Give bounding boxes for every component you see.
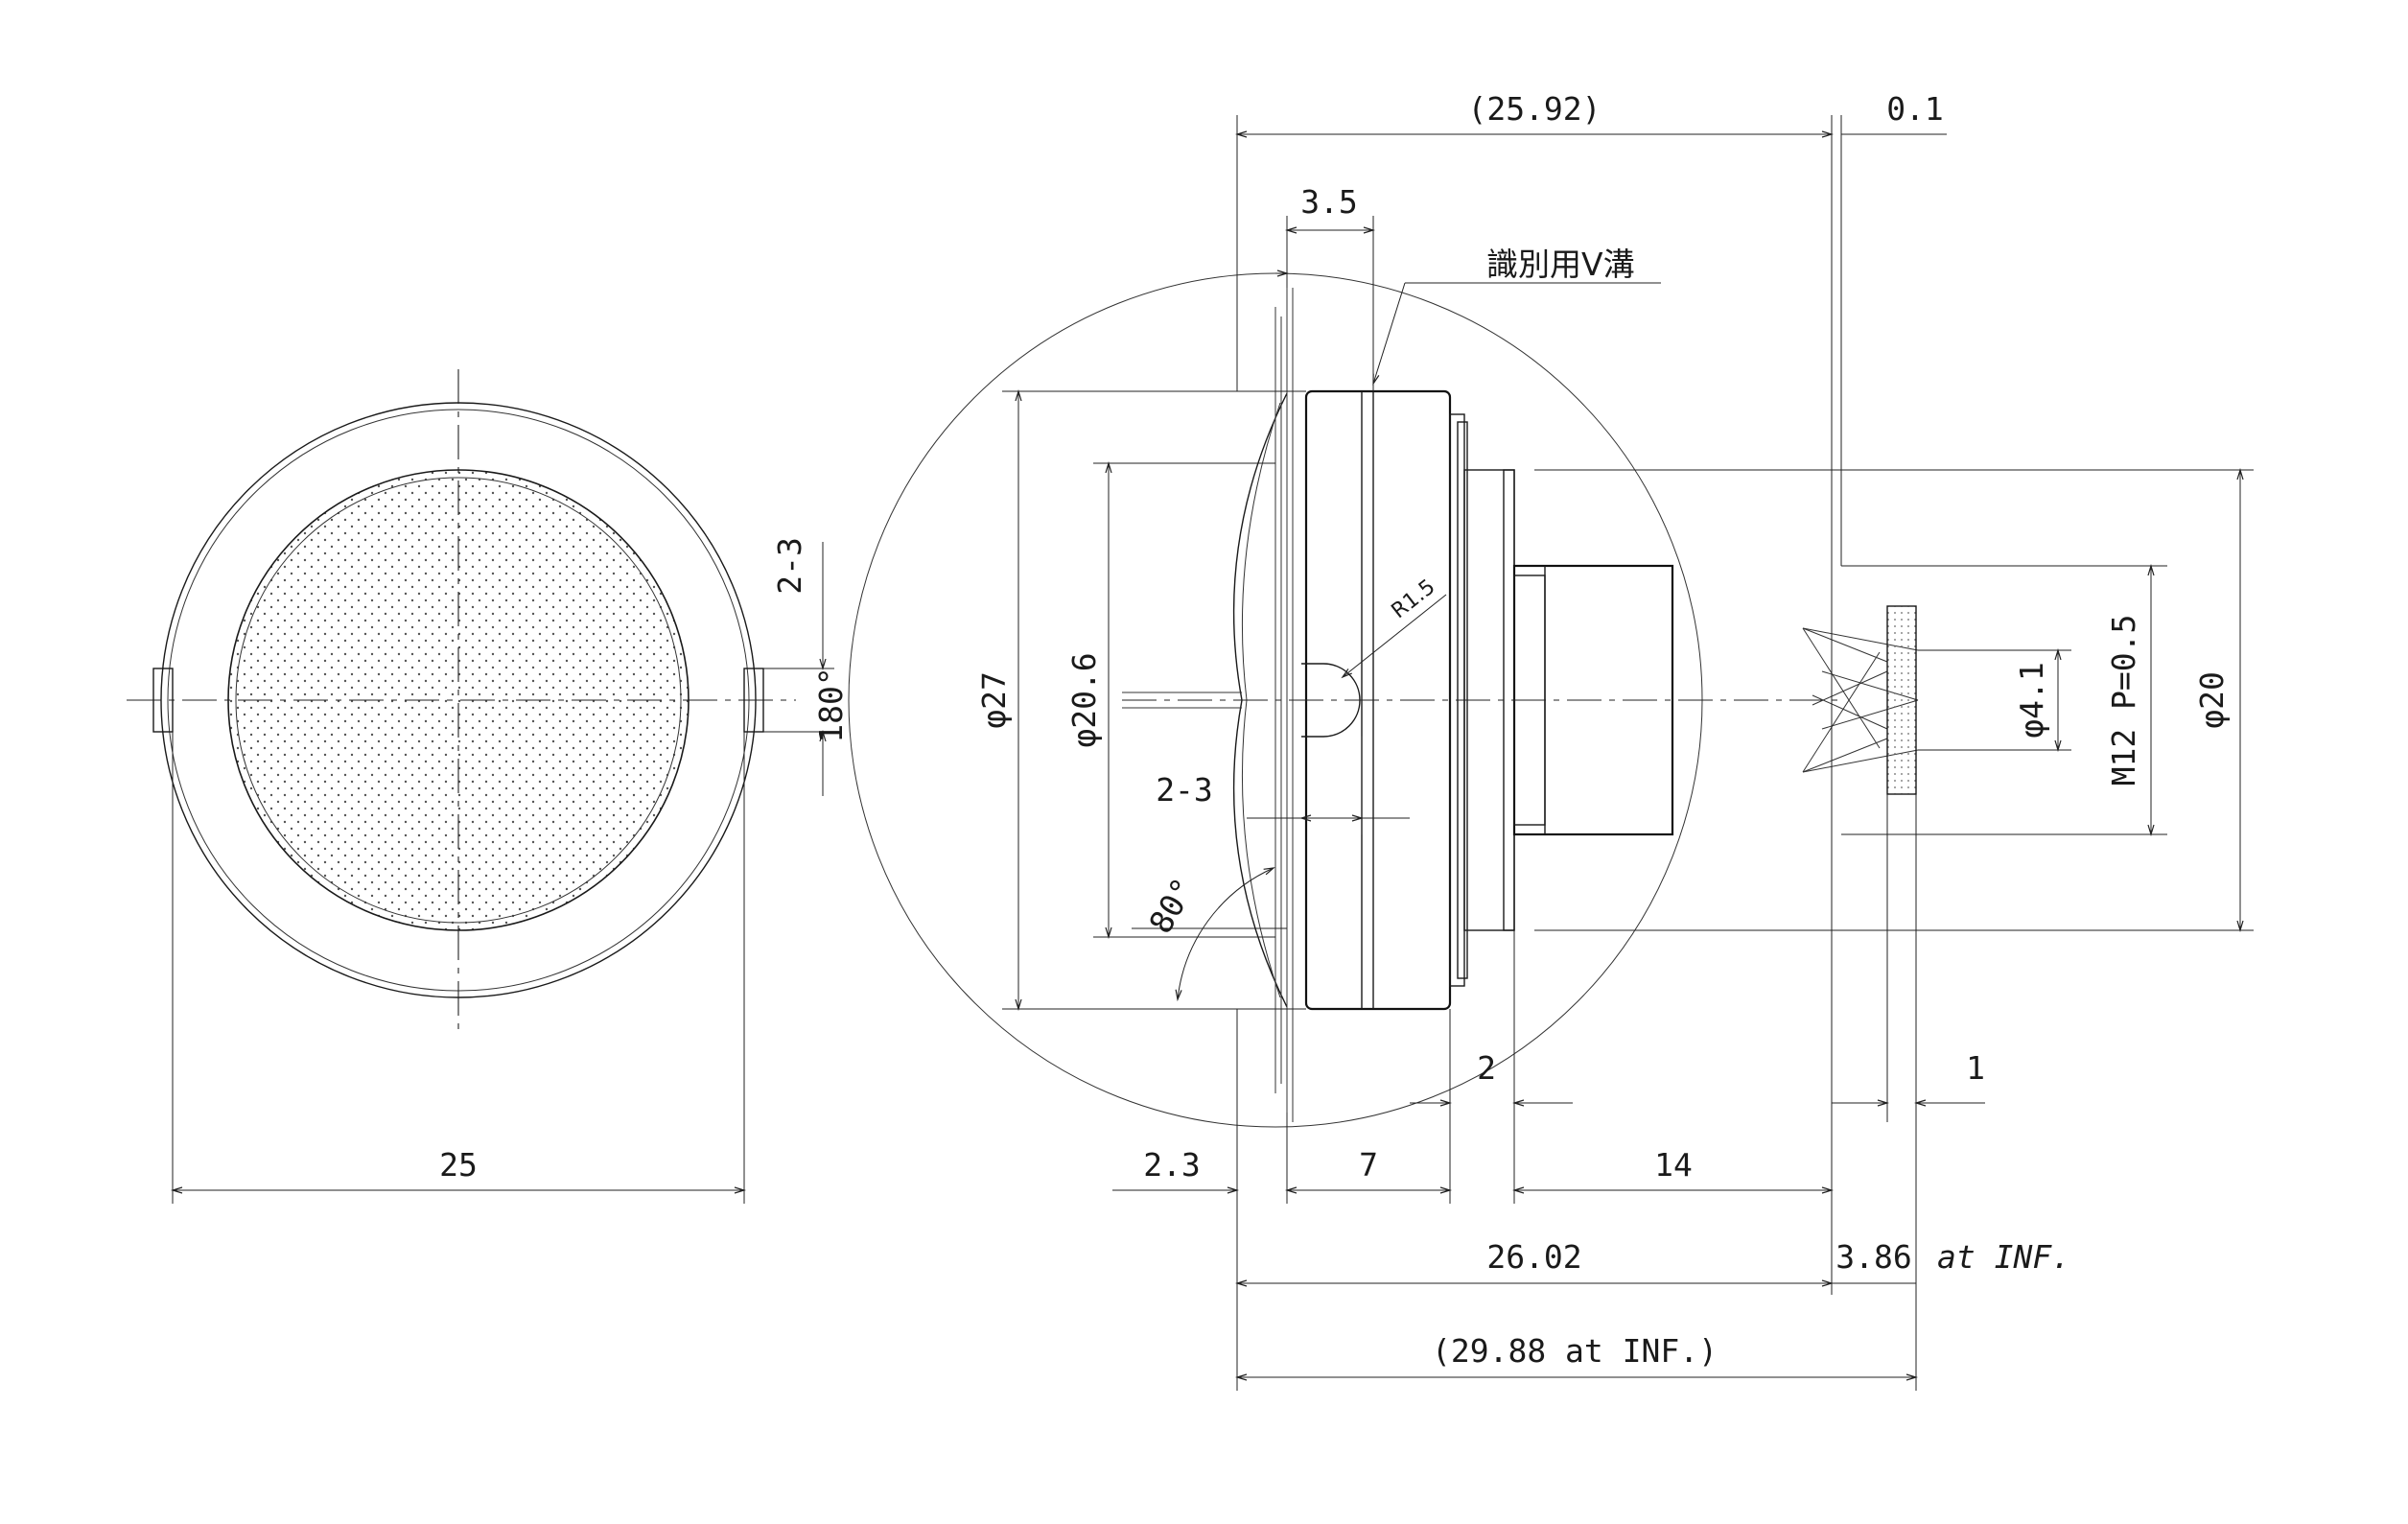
side-dim-filter-thickness: 1 (1966, 1049, 1985, 1087)
side-note-groove: 識別用V溝 (1486, 246, 1635, 283)
side-dim-slot-width: 2-3 (1156, 771, 1213, 809)
side-dim-back-focus-note: at INF. (1937, 1238, 2070, 1276)
front-view: 25 2-3 180° (127, 369, 850, 1204)
front-slot-right (743, 668, 764, 733)
side-dim-groove-offset: 3.5 (1300, 183, 1358, 221)
side-filter-glass (1886, 605, 1917, 795)
side-dim-body: 7 (1359, 1146, 1378, 1184)
side-dim-inner-diameter: φ20.6 (1065, 652, 1103, 747)
front-dim-width: 25 (439, 1146, 478, 1184)
side-dim-overall-ref: (25.92) (1467, 90, 1601, 128)
side-dim-radius: R1.5 (1387, 575, 1439, 624)
side-dim-outer-diameter: φ27 (975, 671, 1013, 729)
side-dim-total-inf: (29.88 at INF.) (1432, 1332, 1718, 1370)
front-dim-slot-angle: 180° (812, 667, 850, 742)
side-dim-barrel-diameter: φ20 (2193, 671, 2231, 729)
side-view: (25.92) 0.1 3.5 識別用V溝 φ27 φ20.6 R1.5 2-3 (848, 90, 2254, 1391)
side-dim-thread: M12 P=0.5 (2105, 615, 2142, 786)
side-dim-angle: 80° (1141, 872, 1203, 940)
side-dim-step: 2 (1477, 1049, 1496, 1087)
side-dim-front: 2.3 (1143, 1146, 1201, 1184)
front-dim-slot-count: 2-3 (771, 537, 808, 595)
side-dim-back-focus: 3.86 (1835, 1238, 1911, 1276)
side-dim-total: 26.02 (1486, 1238, 1581, 1276)
side-dim-thread-length: 14 (1654, 1146, 1693, 1184)
side-dim-gap: 0.1 (1886, 90, 1944, 128)
side-dim-image-diameter: φ4.1 (2013, 662, 2050, 738)
front-slot-left (152, 668, 174, 733)
